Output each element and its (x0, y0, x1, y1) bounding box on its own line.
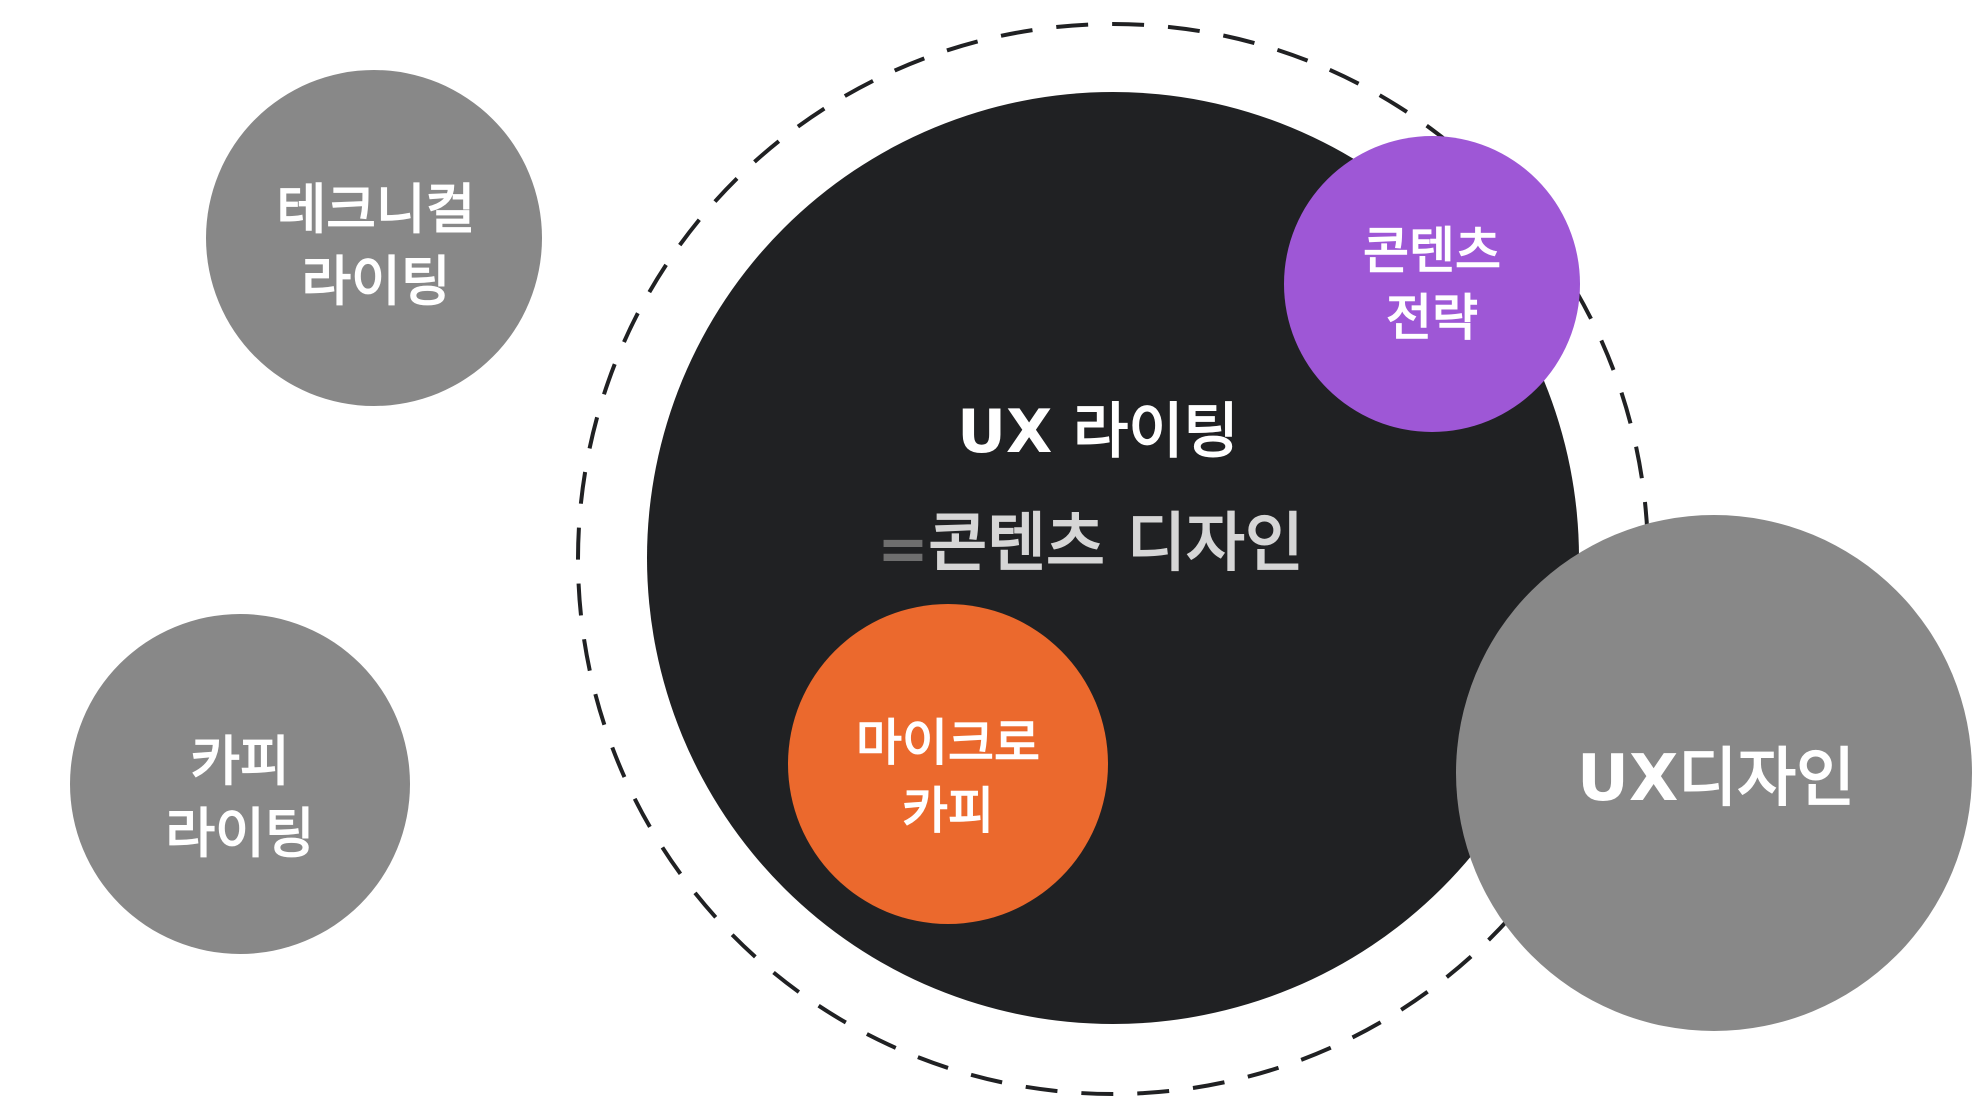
ux-design-label: UX디자인 (1577, 742, 1855, 816)
copy-writing-circle (70, 614, 410, 954)
main-subtitle: 콘텐츠 디자인 (928, 507, 1304, 581)
micro-copy-circle (788, 604, 1108, 924)
micro-copy-label-line2: 카피 (902, 782, 994, 840)
copy-writing-label-line1: 카피 (190, 730, 289, 793)
main-title: UX 라이팅 (957, 397, 1238, 467)
copy-writing-label-line2: 라이팅 (165, 802, 314, 865)
content-strategy-label-line1: 콘텐츠 (1363, 222, 1501, 280)
equals-sign: = (877, 512, 929, 585)
technical-writing-label-line2: 라이팅 (301, 250, 450, 313)
ux-design-circle (1456, 515, 1972, 1031)
micro-copy-label-line1: 마이크로 (856, 714, 1040, 772)
content-strategy-circle (1284, 136, 1580, 432)
content-strategy-label-line2: 전략 (1386, 289, 1478, 347)
technical-writing-label-line1: 테크니컬 (277, 178, 476, 241)
technical-writing-circle (206, 70, 542, 406)
